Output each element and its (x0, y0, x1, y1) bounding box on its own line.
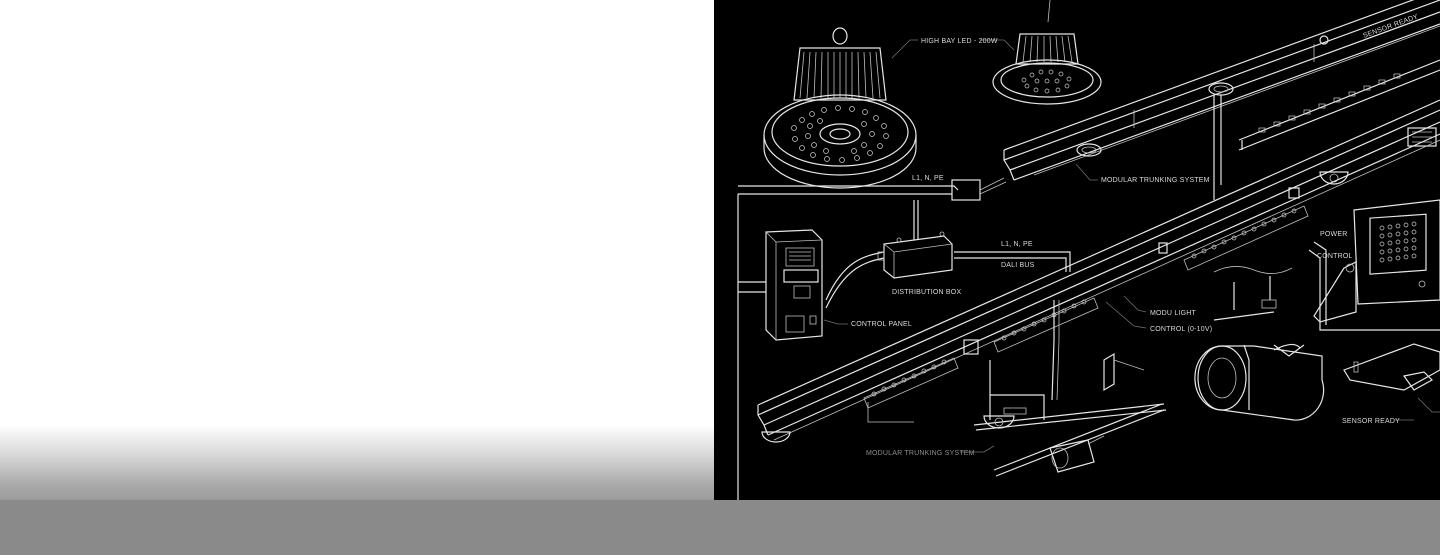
control-0-10v-label: CONTROL (0-10V) (1150, 326, 1212, 333)
distribution-box-label: DISTRIBUTION BOX (892, 289, 961, 296)
upper-trunking-rail (1003, 0, 1440, 181)
track-bracket (1343, 343, 1440, 391)
control-panel-label: CONTROL PANEL (851, 321, 912, 328)
high-bay-label: HIGH BAY LED - 200W (921, 38, 998, 45)
lower-fixtures (761, 352, 1167, 477)
control-label: CONTROL (1317, 253, 1353, 260)
spotlight (1194, 266, 1325, 421)
distribution-box (877, 231, 953, 279)
modu-light-label: MODU LIGHT (1150, 310, 1196, 317)
trunking-top-label: MODULAR TRUNKING SYSTEM (1101, 177, 1210, 184)
bottom-gray-band (0, 500, 1440, 555)
main-trunking-rail (757, 99, 1440, 441)
l1-mid-label: L1, N, PE (1001, 241, 1033, 248)
high-bay-led-small (992, 0, 1102, 105)
sensor-ready-bottom-label: SENSOR READY (1342, 418, 1400, 425)
wiring (737, 177, 1440, 500)
power-label: POWER (1320, 231, 1347, 238)
sensor-ready-top-label: SENSOR READY (1362, 13, 1419, 39)
diagram-svg: HIGH BAY LED - 200W SENSOR READY MODULAR… (737, 0, 1440, 500)
floodlight (1313, 199, 1440, 323)
high-bay-led-large (763, 27, 917, 189)
dali-bus-label: DALI BUS (1001, 262, 1035, 269)
lighting-system-diagram: HIGH BAY LED - 200W SENSOR READY MODULAR… (714, 0, 1440, 500)
right-track-assembly (1213, 59, 1440, 185)
l1-top-label: L1, N, PE (912, 175, 944, 182)
trunking-bottom-label: MODULAR TRUNKING SYSTEM (866, 450, 975, 457)
control-panel (738, 229, 823, 341)
blank-left-panel (0, 0, 714, 500)
